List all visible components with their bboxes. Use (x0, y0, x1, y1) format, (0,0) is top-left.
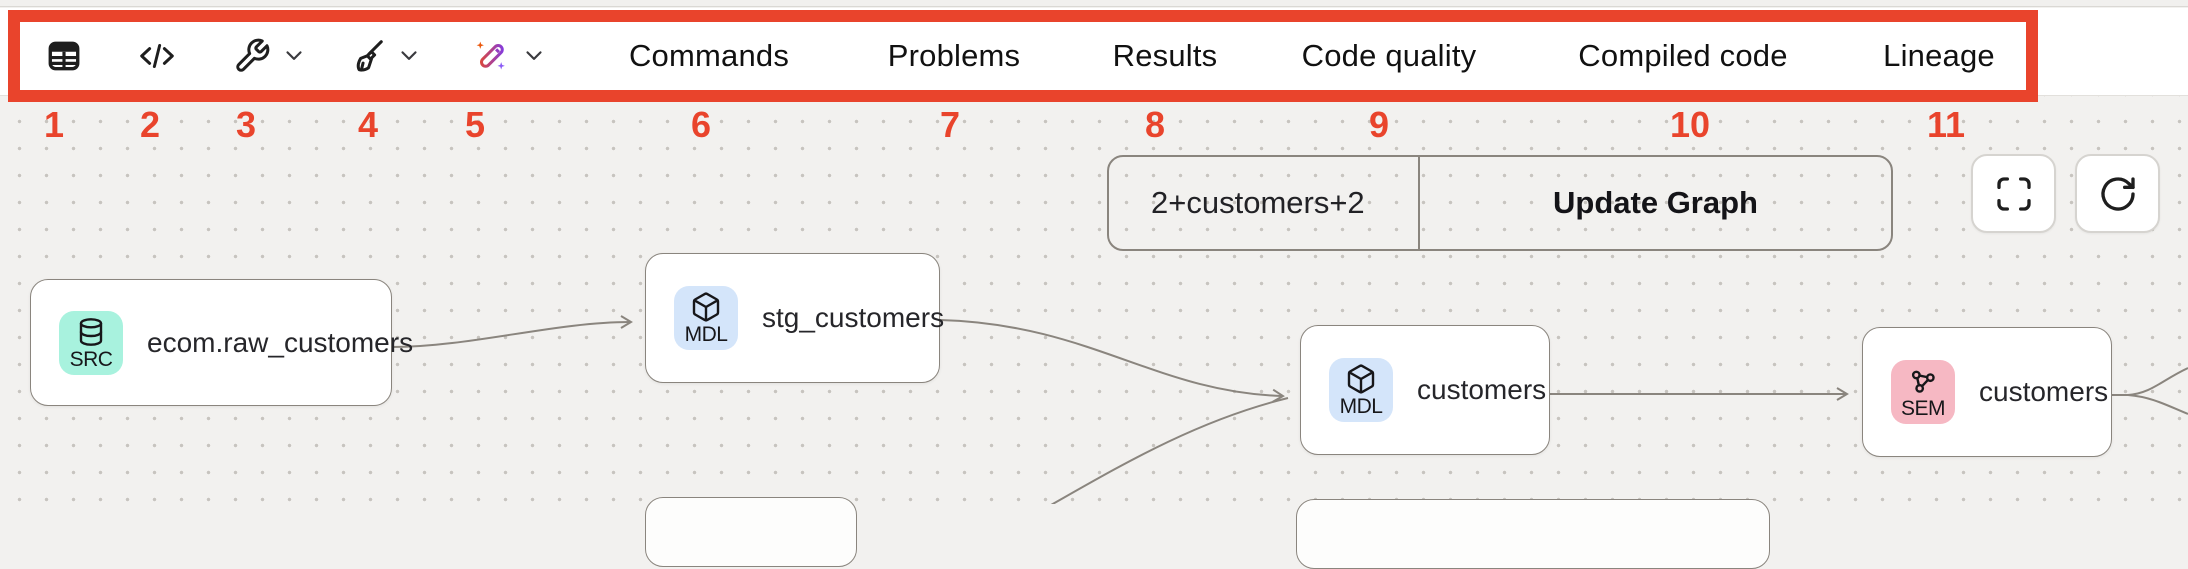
ai-assist-dropdown-button[interactable] (473, 37, 547, 75)
annotation-number: 4 (357, 104, 379, 145)
node-badge-label: SRC (69, 347, 113, 371)
window-top-strip (0, 0, 2188, 7)
tools-dropdown-button[interactable] (233, 37, 307, 75)
node-badge: SEM (1891, 360, 1955, 424)
node-ecom-raw-customers[interactable]: SRC ecom.raw_customers (30, 279, 413, 406)
node-label: ecom.raw_customers (147, 326, 414, 358)
node-badge-label: SEM (1900, 397, 1946, 420)
node-partial-bottom-right[interactable] (1296, 499, 1770, 569)
node-badge-label: MDL (1339, 395, 1383, 418)
annotation-number: 1 (43, 104, 65, 145)
node-badge: MDL (1329, 358, 1393, 422)
fullscreen-button[interactable] (1971, 154, 2056, 233)
cleanup-dropdown-button[interactable] (348, 37, 422, 75)
chevron-down-icon (396, 43, 422, 69)
refresh-button[interactable] (2075, 154, 2160, 233)
cube-icon (690, 291, 722, 323)
wrench-icon (233, 37, 271, 75)
table-icon (45, 37, 83, 75)
annotation-numbers: 1 2 3 4 5 6 7 8 9 10 11 (0, 104, 2188, 148)
node-label: customers (1417, 374, 1547, 405)
refresh-icon (2098, 174, 2138, 214)
fullscreen-icon (1994, 174, 2034, 214)
node-customers-model[interactable]: MDL customers (1300, 325, 1550, 455)
cube-icon (1345, 363, 1377, 395)
graph-filter-input[interactable]: 2+customers+2 (1109, 157, 1420, 249)
magic-wand-icon (473, 37, 511, 75)
graph-filter-group: 2+customers+2 Update Graph (1107, 155, 1893, 251)
code-icon (137, 37, 177, 75)
node-badge: SRC (59, 310, 123, 375)
node-customers-semantic[interactable]: SEM customers (1862, 327, 2112, 457)
chevron-down-icon (521, 43, 547, 69)
tab-compiled-code[interactable]: Compiled code (1578, 38, 1788, 73)
annotation-rectangle: Commands Problems Results Code quality C… (8, 10, 2038, 102)
annotation-number: 11 (1926, 104, 1966, 145)
node-badge-label: MDL (684, 323, 728, 346)
table-button[interactable] (45, 37, 83, 75)
tab-commands[interactable]: Commands (628, 38, 790, 73)
node-label: customers (1979, 376, 2109, 407)
annotation-number: 10 (1669, 104, 1711, 145)
broom-icon (348, 37, 386, 75)
chevron-down-icon (281, 43, 307, 69)
annotation-number: 6 (690, 104, 712, 145)
annotation-number: 9 (1368, 104, 1390, 145)
node-partial-bottom-left[interactable] (645, 497, 857, 567)
database-icon (75, 316, 107, 348)
annotation-number: 2 (139, 104, 161, 145)
node-stg-customers[interactable]: MDL stg_customers (645, 253, 944, 383)
update-graph-button[interactable]: Update Graph (1553, 185, 1758, 220)
tab-lineage[interactable]: Lineage (1883, 38, 1995, 73)
annotation-number: 5 (464, 104, 486, 145)
code-editor-button[interactable] (137, 37, 177, 75)
semantic-graph-icon (1907, 365, 1939, 397)
node-label: stg_customers (762, 302, 945, 333)
annotation-number: 3 (235, 104, 257, 145)
annotation-number: 7 (939, 104, 961, 145)
tab-problems[interactable]: Problems (887, 38, 1021, 73)
tab-results[interactable]: Results (1112, 38, 1218, 73)
node-badge: MDL (674, 286, 738, 350)
tab-code-quality[interactable]: Code quality (1301, 38, 1477, 73)
annotation-number: 8 (1144, 104, 1166, 145)
